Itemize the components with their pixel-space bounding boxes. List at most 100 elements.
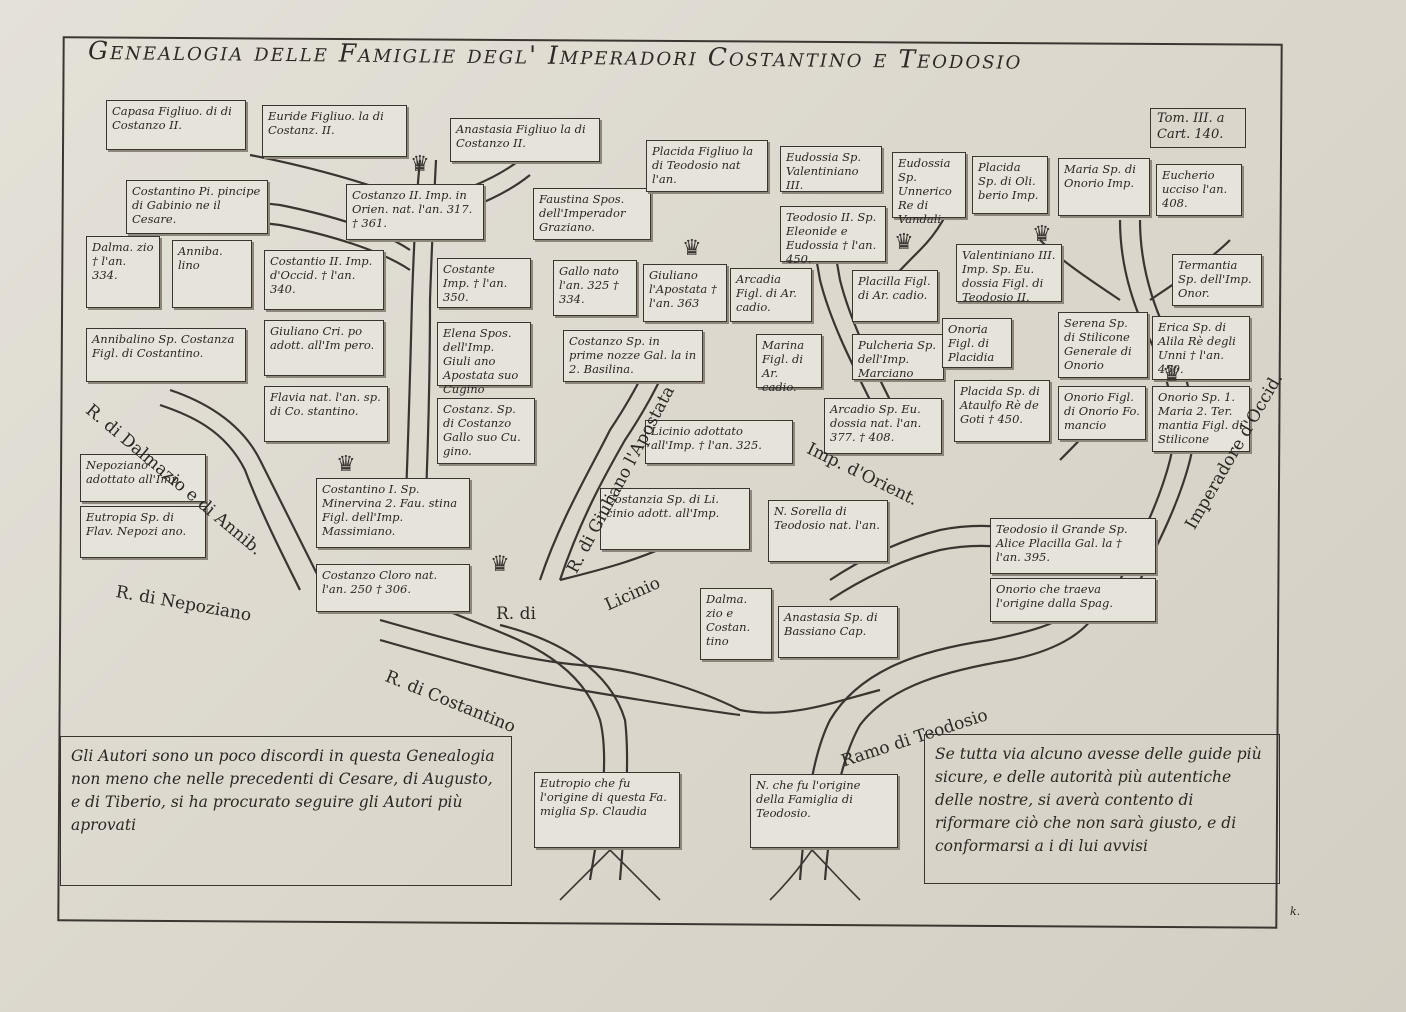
- person-text: Onoria Figl. di Placidia: [948, 322, 995, 364]
- person-text: Dalma. zio † l'an. 334.: [92, 240, 154, 282]
- person-text: Onorio che traeva l'origine dalla Spag.: [996, 582, 1114, 610]
- note-left: Gli Autori sono un poco discordi in ques…: [60, 736, 512, 886]
- person-text: Teodosio II. Sp. Eleonide e Eudossia † l…: [786, 210, 877, 266]
- volume-reference: Tom. III. a Cart. 140.: [1150, 108, 1246, 148]
- branch-label-r-di: R. di: [496, 604, 536, 624]
- person-text: Serena Sp. di Stilicone Generale di Onor…: [1064, 316, 1132, 372]
- person-box: Eutropio che fu l'origine di questa Fa. …: [534, 772, 680, 848]
- person-text: Costanz. Sp. di Costanzo Gallo suo Cu. g…: [443, 402, 521, 458]
- person-box: Placida Sp. di Ataulfo Rè de Goti † 450.: [954, 380, 1050, 442]
- person-box: Anniba. lino: [172, 240, 252, 308]
- person-box: N. che fu l'origine della Famiglia di Te…: [750, 774, 898, 848]
- person-text: Marina Figl. di Ar. cadio.: [762, 338, 805, 394]
- person-box: Gallo nato l'an. 325 † 334.: [553, 260, 637, 316]
- person-text: Onorio Figl. di Onorio Fo. mancio: [1064, 390, 1140, 432]
- person-box: Onorio che traeva l'origine dalla Spag.: [990, 578, 1156, 622]
- person-box: Capasa Figliuo. di di Costanzo II.: [106, 100, 246, 150]
- person-box: Costantino I. Sp. Minervina 2. Fau. stin…: [316, 478, 470, 548]
- person-text: Termantia Sp. dell'Imp. Onor.: [1178, 258, 1252, 300]
- person-text: Arcadio Sp. Eu. dossia nat. l'an. 377. †…: [830, 402, 922, 444]
- person-text: Placida Sp. di Oli. berio Imp.: [978, 160, 1039, 202]
- person-box: Nepoziano adottato all'Imp.: [80, 454, 206, 502]
- person-text: Anniba. lino: [178, 244, 223, 272]
- person-text: Costantio II. Imp. d'Occid. † l'an. 340.: [270, 254, 373, 296]
- person-text: Capasa Figliuo. di di Costanzo II.: [112, 104, 232, 132]
- person-text: Arcadia Figl. di Ar. cadio.: [736, 272, 797, 314]
- person-text: Flavia nat. l'an. sp. di Co. stantino.: [270, 390, 381, 418]
- person-text: Placida Sp. di Ataulfo Rè de Goti † 450.: [960, 384, 1040, 426]
- person-text: Eutropia Sp. di Flav. Nepozi ano.: [86, 510, 187, 538]
- person-box: Costanzo Cloro nat. l'an. 250 † 306.: [316, 564, 470, 612]
- note-right: Se tutta via alcuno avesse delle guide p…: [924, 734, 1280, 884]
- person-box: Teodosio il Grande Sp. Alice Placilla Ga…: [990, 518, 1156, 574]
- person-box: Licinio adottato all'Imp. † l'an. 325.: [645, 420, 793, 464]
- person-box: Placida Figliuo la di Teodosio nat l'an.: [646, 140, 768, 192]
- person-box: Onorio Sp. 1. Maria 2. Ter. mantia Figl.…: [1152, 386, 1250, 452]
- person-text: N. Sorella di Teodosio nat. l'an.: [774, 504, 880, 532]
- person-box: Costanz. Sp. di Costanzo Gallo suo Cu. g…: [437, 398, 535, 464]
- person-text: Costante Imp. † l'an. 350.: [443, 262, 508, 304]
- person-box: Anastasia Sp. di Bassiano Cap.: [778, 606, 898, 658]
- person-box: Maria Sp. di Onorio Imp.: [1058, 158, 1150, 216]
- person-box: Teodosio II. Sp. Eleonide e Eudossia † l…: [780, 206, 886, 266]
- crown-icon: ♛: [410, 152, 430, 177]
- crown-icon: ♛: [1162, 362, 1182, 387]
- person-box: N. Sorella di Teodosio nat. l'an.: [768, 500, 888, 562]
- person-box: Eutropia Sp. di Flav. Nepozi ano.: [80, 506, 206, 558]
- person-box: Eudossia Sp. Unnerico Re di Vandali: [892, 152, 966, 226]
- person-text: N. che fu l'origine della Famiglia di Te…: [756, 778, 861, 820]
- person-box: Erica Sp. di Alila Rè degli Unni † l'an.…: [1152, 316, 1250, 380]
- person-box: Marina Figl. di Ar. cadio.: [756, 334, 822, 394]
- person-text: Eutropio che fu l'origine di questa Fa. …: [540, 776, 667, 818]
- person-text: Elena Spos. dell'Imp. Giuli ano Apostata…: [443, 326, 519, 396]
- person-text: Placilla Figl. di Ar. cadio.: [858, 274, 931, 302]
- crown-icon: ♛: [682, 236, 702, 261]
- person-text: Costantino Pi. pincipe di Gabinio ne il …: [132, 184, 261, 226]
- person-text: Euride Figliuo. la di Costanz. II.: [268, 109, 384, 137]
- person-text: Eudossia Sp. Valentiniano III.: [786, 150, 861, 192]
- person-text: Gallo nato l'an. 325 † 334.: [559, 264, 619, 306]
- person-text: Giuliano Cri. po adott. all'Im pero.: [270, 324, 375, 352]
- person-text: Anastasia Sp. di Bassiano Cap.: [784, 610, 878, 638]
- person-box: Annibalino Sp. Costanza Figl. di Costant…: [86, 328, 246, 382]
- person-text: Costanzia Sp. di Li. cinio adott. all'Im…: [606, 492, 720, 520]
- person-box: Pulcheria Sp. dell'Imp. Marciano: [852, 334, 944, 380]
- person-box: Onoria Figl. di Placidia: [942, 318, 1012, 368]
- person-text: Annibalino Sp. Costanza Figl. di Costant…: [92, 332, 235, 360]
- person-text: Licinio adottato all'Imp. † l'an. 325.: [651, 424, 762, 452]
- person-box: Termantia Sp. dell'Imp. Onor.: [1172, 254, 1262, 306]
- person-box: Costantino Pi. pincipe di Gabinio ne il …: [126, 180, 268, 234]
- person-box: Arcadio Sp. Eu. dossia nat. l'an. 377. †…: [824, 398, 942, 454]
- person-text: Erica Sp. di Alila Rè degli Unni † l'an.…: [1158, 320, 1236, 376]
- person-box: Anastasia Figliuo la di Costanzo II.: [450, 118, 600, 162]
- person-text: Placida Figliuo la di Teodosio nat l'an.: [652, 144, 754, 186]
- person-box: Costanzia Sp. di Li. cinio adott. all'Im…: [600, 488, 750, 550]
- person-box: Flavia nat. l'an. sp. di Co. stantino.: [264, 386, 388, 442]
- person-box: Faustina Spos. dell'Imperador Graziano.: [533, 188, 651, 240]
- person-box: Giuliano l'Apostata † l'an. 363: [643, 264, 727, 322]
- crown-icon: ♛: [1032, 222, 1052, 247]
- person-box: Costanzo Sp. in prime nozze Gal. la in 2…: [563, 330, 703, 382]
- person-text: Pulcheria Sp. dell'Imp. Marciano: [858, 338, 937, 380]
- person-text: Anastasia Figliuo la di Costanzo II.: [456, 122, 586, 150]
- person-box: Placilla Figl. di Ar. cadio.: [852, 270, 938, 322]
- person-box: Costante Imp. † l'an. 350.: [437, 258, 531, 308]
- person-text: Costantino I. Sp. Minervina 2. Fau. stin…: [322, 482, 458, 538]
- person-box: Placida Sp. di Oli. berio Imp.: [972, 156, 1048, 214]
- person-box: Valentiniano III. Imp. Sp. Eu. dossia Fi…: [956, 244, 1062, 304]
- crown-icon: ♛: [490, 552, 510, 577]
- person-text: Costanzo II. Imp. in Orien. nat. l'an. 3…: [352, 188, 473, 230]
- person-box: Serena Sp. di Stilicone Generale di Onor…: [1058, 312, 1148, 378]
- crown-icon: ♛: [894, 230, 914, 255]
- person-box: Giuliano Cri. po adott. all'Im pero.: [264, 320, 384, 376]
- person-text: Nepoziano adottato all'Imp.: [86, 458, 183, 486]
- person-box: Elena Spos. dell'Imp. Giuli ano Apostata…: [437, 322, 531, 396]
- person-text: Eudossia Sp. Unnerico Re di Vandali: [898, 156, 952, 226]
- person-text: Valentiniano III. Imp. Sp. Eu. dossia Fi…: [962, 248, 1056, 304]
- person-box: Eudossia Sp. Valentiniano III.: [780, 146, 882, 192]
- crown-icon: ♛: [336, 452, 356, 477]
- person-text: Costanzo Sp. in prime nozze Gal. la in 2…: [569, 334, 697, 376]
- person-text: Eucherio ucciso l'an. 408.: [1162, 168, 1228, 210]
- person-box: Costantio II. Imp. d'Occid. † l'an. 340.: [264, 250, 384, 310]
